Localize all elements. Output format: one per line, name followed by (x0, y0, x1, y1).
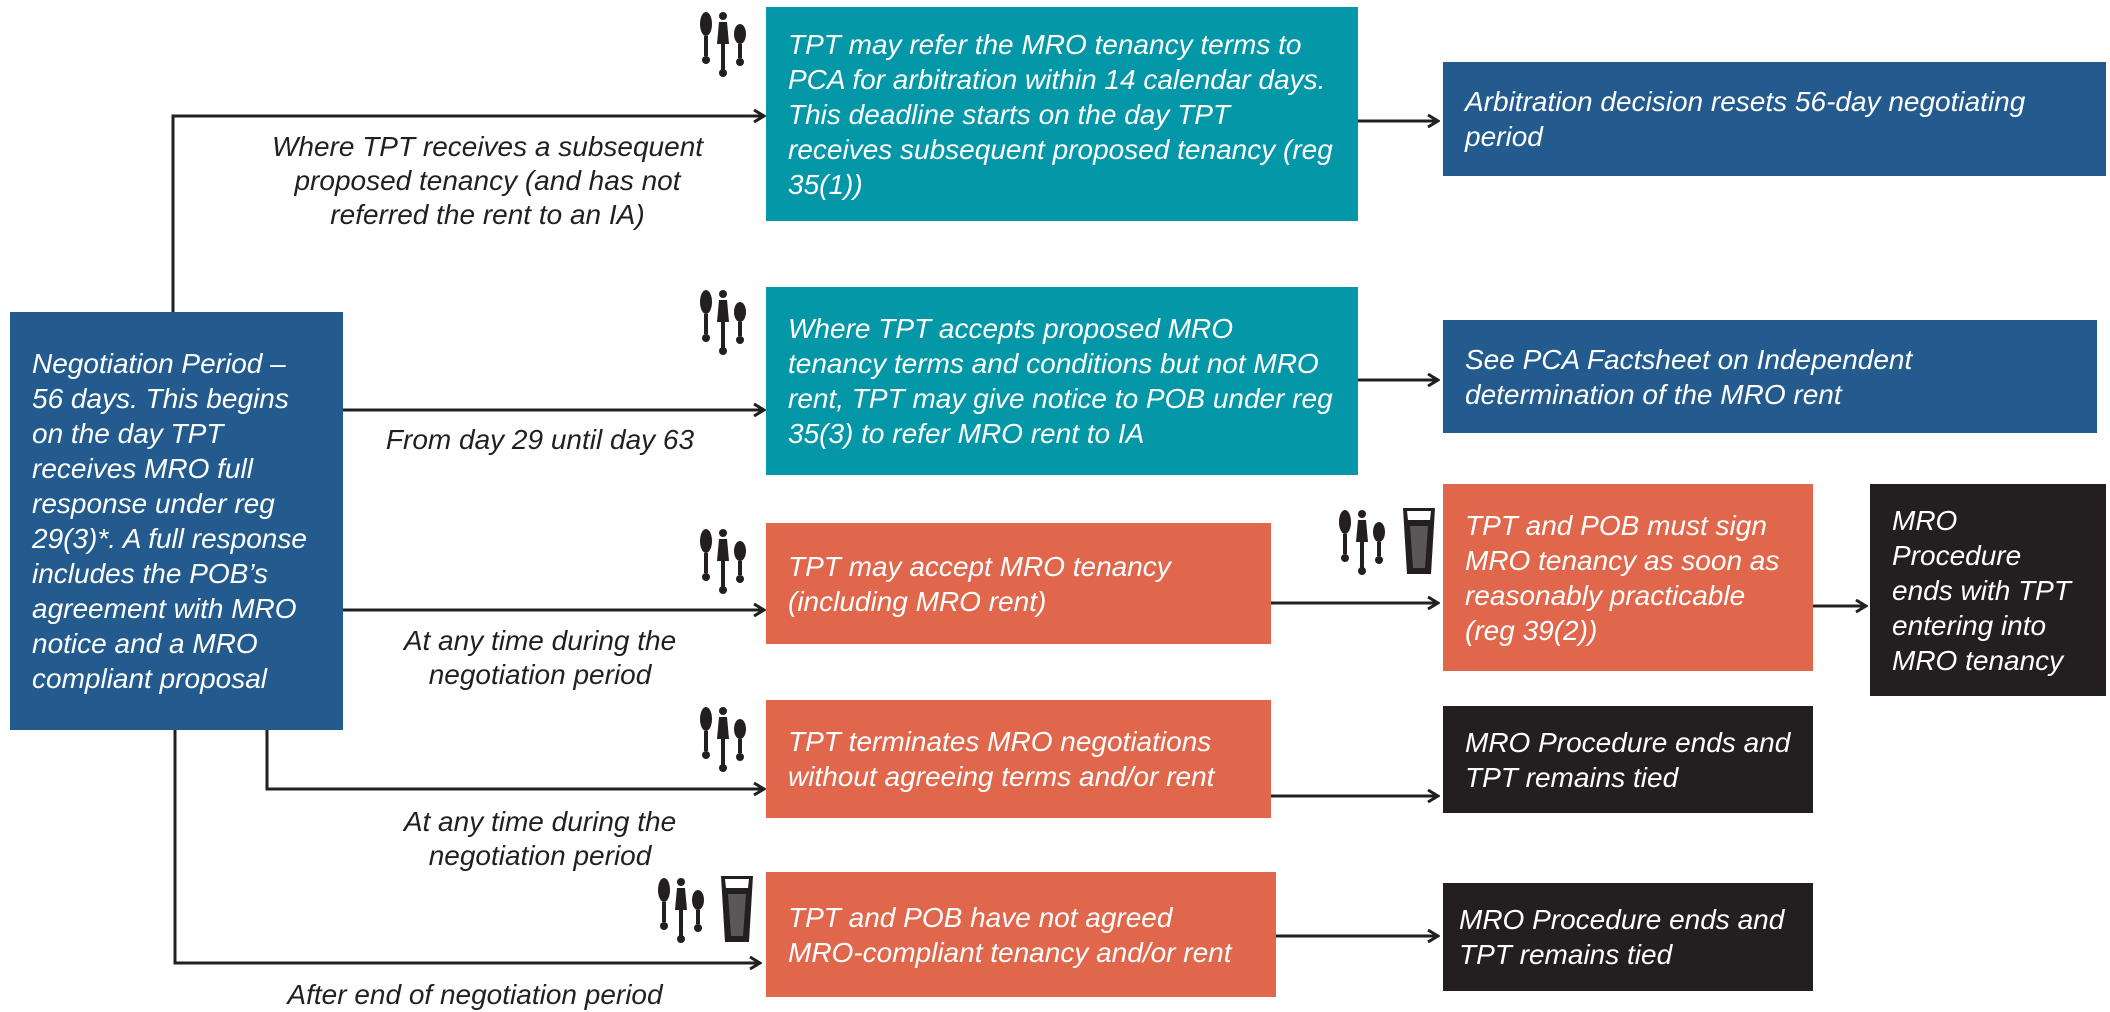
connector-anytime-terminate (265, 730, 764, 789)
beer-taps-icon (700, 707, 746, 772)
terminates-box: TPT terminates MRO negotiations without … (766, 700, 1271, 818)
connector-subsequent (171, 116, 764, 312)
negotiation-period-text: Negotiation Period – 56 days. This begin… (32, 348, 307, 694)
must-sign-text: TPT and POB must sign MRO tenancy as soo… (1465, 509, 1780, 646)
arbitration-resets-text: Arbitration decision resets 56-day negot… (1465, 86, 2026, 152)
label-after-end: After end of negotiation period (287, 979, 663, 1010)
accept-tenancy-box: TPT may accept MRO tenancy (including MR… (766, 523, 1271, 644)
beer-taps-icon (700, 290, 746, 355)
label-day29: From day 29 until day 63 (385, 424, 695, 455)
negotiation-period-box: Negotiation Period – 56 days. This begin… (10, 312, 343, 730)
beer-taps-icon (700, 529, 746, 594)
beer-taps-icon (658, 878, 704, 943)
ends-entering-box: MRO Procedure ends with TPT entering int… (1870, 484, 2106, 696)
accepts-terms-not-rent-box: Where TPT accepts proposed MRO tenancy t… (766, 287, 1358, 475)
ends-tied-2-box: MRO Procedure ends and TPT remains tied (1443, 883, 1813, 991)
terminates-text: TPT terminates MRO negotiations without … (788, 726, 1215, 792)
ends-tied-2-text: MRO Procedure ends and TPT remains tied (1459, 904, 1785, 970)
see-factsheet-box: See PCA Factsheet on Independent determi… (1443, 320, 2097, 433)
refer-arbitration-text: TPT may refer the MRO tenancy terms to P… (788, 28, 1333, 200)
label-anytime-2: At any time during the negotiation perio… (403, 806, 677, 871)
beer-taps-icon (1339, 510, 1385, 575)
ends-tied-1-box: MRO Procedure ends and TPT remains tied (1443, 706, 1813, 813)
ends-entering-text: MRO Procedure ends with TPT entering int… (1892, 504, 2071, 676)
not-agreed-text: TPT and POB have not agreed MRO-complian… (788, 901, 1232, 968)
see-factsheet-text: See PCA Factsheet on Independent determi… (1465, 343, 1913, 410)
connector-after-end (173, 730, 760, 963)
arbitration-resets-box: Arbitration decision resets 56-day negot… (1443, 62, 2106, 176)
accept-tenancy-text: TPT may accept MRO tenancy (including MR… (788, 550, 1171, 617)
beer-taps-icon (700, 12, 746, 77)
accepts-terms-not-rent-text: Where TPT accepts proposed MRO tenancy t… (788, 313, 1333, 449)
refer-arbitration-box: TPT may refer the MRO tenancy terms to P… (766, 7, 1358, 221)
not-agreed-box: TPT and POB have not agreed MRO-complian… (766, 872, 1276, 997)
must-sign-box: TPT and POB must sign MRO tenancy as soo… (1443, 484, 1813, 671)
label-anytime-1: At any time during the negotiation perio… (403, 625, 677, 690)
beer-glass-icon (721, 876, 753, 942)
ends-tied-1-text: MRO Procedure ends and TPT remains tied (1465, 726, 1791, 793)
beer-glass-icon (1403, 508, 1435, 574)
label-subsequent: Where TPT receives a subsequent proposed… (271, 131, 704, 230)
